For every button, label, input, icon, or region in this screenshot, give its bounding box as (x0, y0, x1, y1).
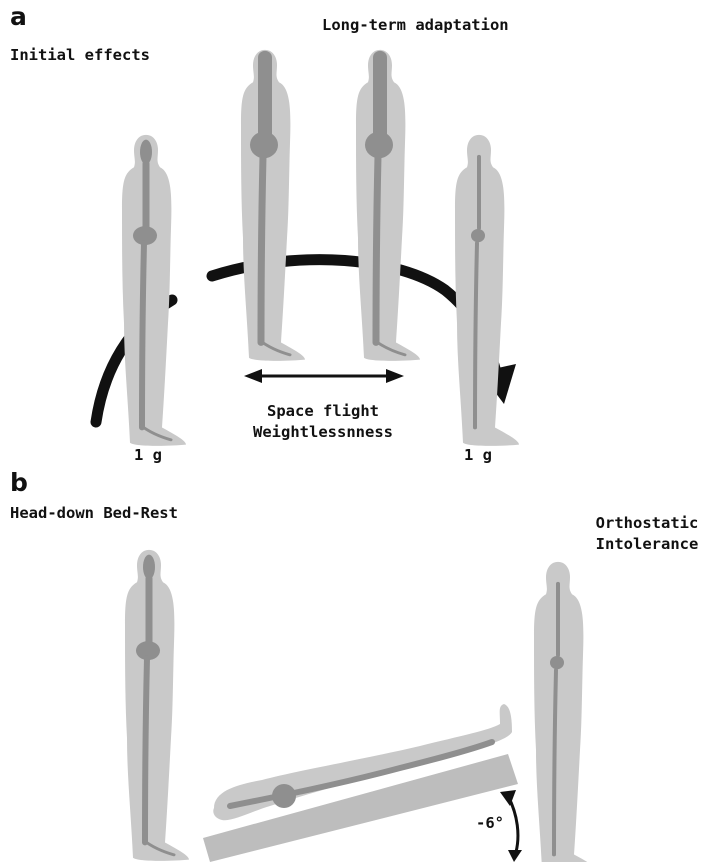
panel-b-letter: b (10, 468, 28, 497)
space-flight-label: Space flight Weightlessnness (228, 401, 418, 443)
initial-effects-label: Initial effects (10, 46, 150, 64)
figure-before-bedrest (125, 550, 189, 861)
space-flight-double-arrow (244, 369, 404, 383)
orthostatic-line2: Intolerance (588, 534, 706, 555)
tilt-angle-label: -6° (476, 814, 504, 832)
space-flight-line2: Weightlessnness (228, 422, 418, 443)
figure-orthostatic (534, 562, 598, 862)
orthostatic-intolerance-label: Orthostatic Intolerance (588, 513, 706, 555)
figure-return-1g (455, 135, 519, 446)
figure-adaptation-1 (241, 50, 305, 361)
space-flight-line1: Space flight (228, 401, 418, 422)
figure-initial-1g (122, 135, 186, 446)
gravity-left-label: 1 g (134, 446, 162, 464)
bed-rest-label: Head-down Bed-Rest (10, 504, 178, 522)
orthostatic-line1: Orthostatic (588, 513, 706, 534)
gravity-right-label: 1 g (464, 446, 492, 464)
panel-a-letter: a (10, 2, 27, 31)
long-term-adaptation-label: Long-term adaptation (322, 16, 509, 34)
figure-adaptation-2 (356, 50, 420, 361)
